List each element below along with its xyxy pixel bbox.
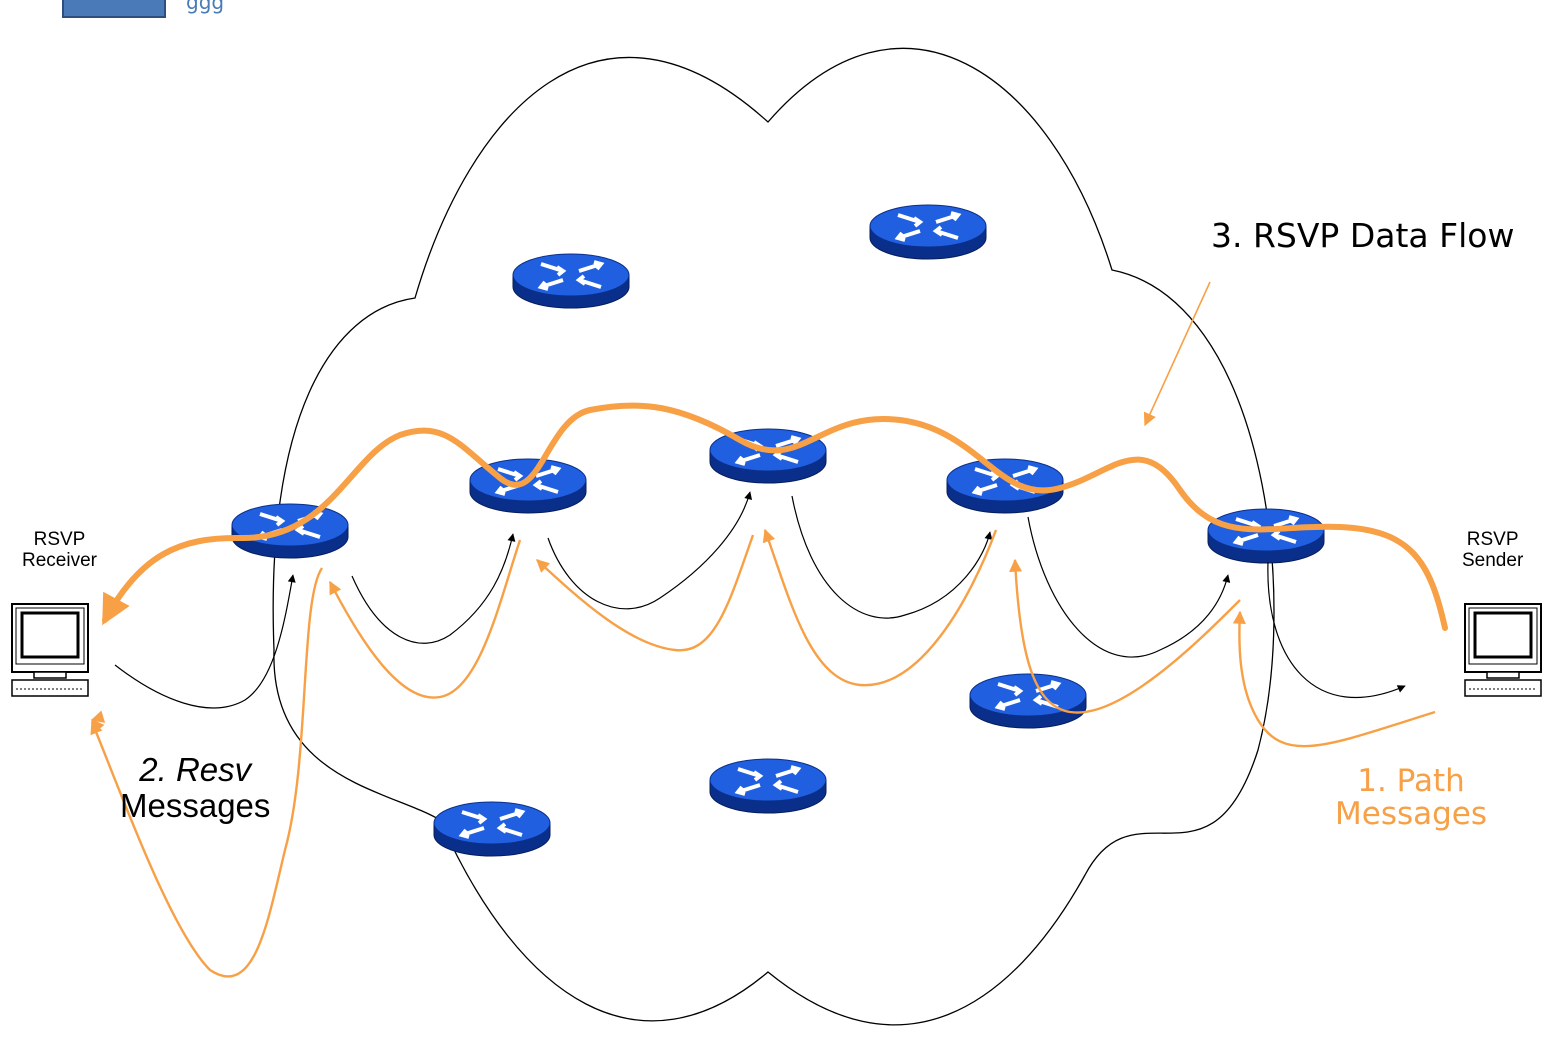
path-messages-label: 1. Path Messages (1335, 763, 1488, 833)
path-message-arrow (328, 539, 522, 699)
router-icon (432, 800, 552, 858)
receiver-label-line2: Receiver (22, 549, 97, 571)
hop-arrow (1267, 561, 1406, 698)
data-flow-label: 3. RSVP Data Flow (1211, 216, 1515, 255)
sender-label-line2: Sender (1462, 549, 1524, 571)
router-icon (1206, 507, 1326, 565)
logo-icon (62, 0, 166, 18)
router-icon (968, 672, 1088, 730)
hop-arrow (547, 491, 753, 610)
router-icon (708, 427, 828, 485)
workstation-icon (1463, 602, 1543, 698)
receiver-label-line1: RSVP (33, 529, 86, 550)
path-message-arrow (91, 718, 105, 734)
hop-arrow (114, 574, 296, 709)
resv-messages-label: 2. Resv Messages (120, 752, 270, 823)
data-flow-pointer (1143, 281, 1211, 427)
path-message-arrow (762, 528, 998, 687)
router-icon (868, 203, 988, 261)
hop-arrow (351, 533, 516, 644)
path-message-arrow (536, 534, 755, 652)
sender-label: RSVP Sender (1462, 529, 1524, 571)
corner-marks: ggg (186, 0, 225, 14)
path-message-arrow (90, 567, 323, 978)
path-label-line2: Messages (1335, 796, 1488, 833)
network-cloud (272, 47, 1275, 1026)
sender-label-line1: RSVP (1466, 529, 1519, 550)
router-icon (708, 757, 828, 815)
path-message-arrow (1009, 558, 1241, 714)
data-flow-line (102, 402, 1448, 631)
hop-arrow (1027, 516, 1231, 658)
hop-arrow (791, 495, 993, 619)
resv-label-line1: 2. Resv (139, 751, 252, 788)
workstation-icon (10, 602, 90, 698)
router-icon (511, 252, 631, 310)
path-label-line1: 1. Path (1357, 763, 1465, 799)
path-message-arrow (1232, 610, 1436, 748)
receiver-label: RSVP Receiver (22, 529, 97, 571)
resv-label-line2: Messages (120, 786, 271, 824)
router-icon (945, 457, 1065, 515)
